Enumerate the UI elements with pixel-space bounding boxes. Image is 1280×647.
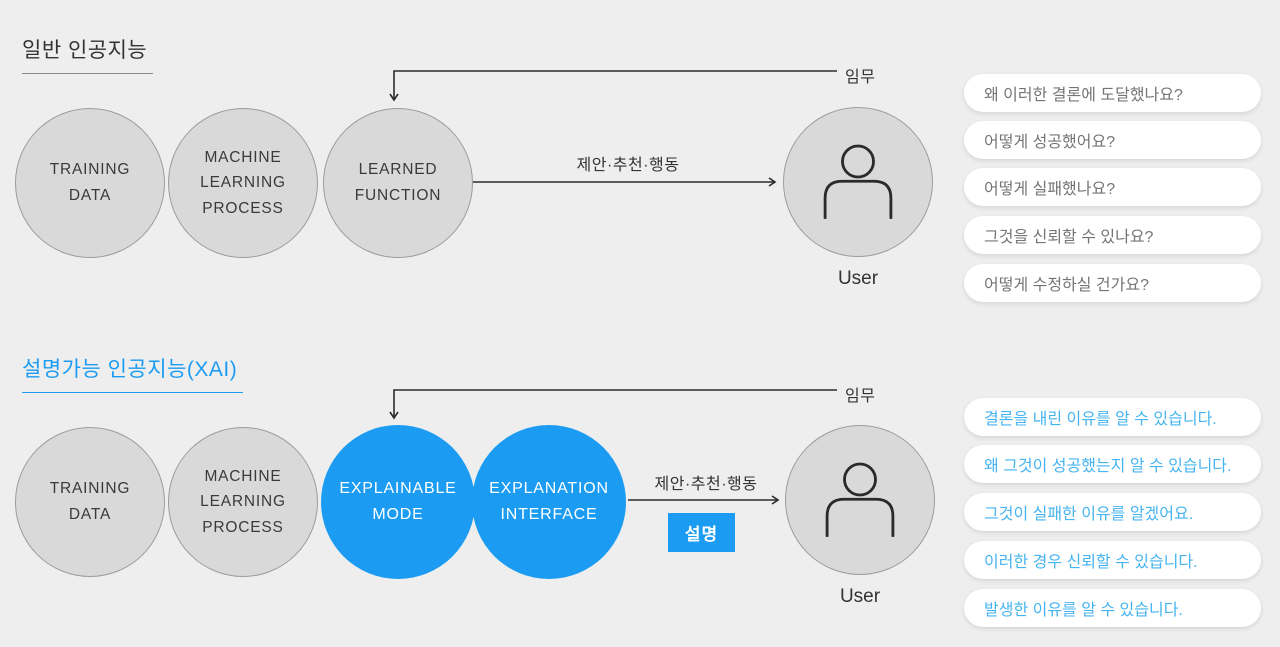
node-label: MACHINE LEARNING PROCESS [200, 148, 286, 217]
user-label-general: User [837, 268, 879, 289]
node-learned-function: LEARNED FUNCTION [323, 108, 473, 258]
user-label-xai: User [839, 586, 881, 607]
bubble-text: 어떻게 성공했어요? [984, 134, 1116, 151]
question-bubble: 어떻게 실패했나요? [964, 168, 1261, 206]
question-bubble: 그것을 신뢰할 수 있나요? [964, 216, 1261, 254]
question-bubble: 어떻게 수정하실 건가요? [964, 264, 1261, 302]
answer-bubble: 결론을 내린 이유를 알 수 있습니다. [964, 398, 1261, 436]
node-ml-process-xai: MACHINE LEARNING PROCESS [168, 427, 318, 577]
task-arrow-general [389, 70, 837, 102]
node-label: LEARNED FUNCTION [354, 161, 442, 204]
bubble-text: 왜 그것이 성공했는지 알 수 있습니다. [984, 458, 1232, 475]
question-bubble: 왜 이러한 결론에 도달했나요? [964, 74, 1261, 112]
task-label-xai: 임무 [845, 388, 876, 405]
node-label: EXPLAINABLE MODE [339, 479, 457, 523]
node-explanation-interface: EXPLANATION INTERFACE [472, 425, 626, 579]
question-bubble: 어떻게 성공했어요? [964, 121, 1261, 159]
node-ml-process: MACHINE LEARNING PROCESS [168, 108, 318, 258]
flow-label-xai: 제안·추천·행동 [654, 476, 758, 493]
answer-bubble: 이러한 경우 신뢰할 수 있습니다. [964, 541, 1261, 579]
node-training-data: TRAINING DATA [15, 108, 165, 258]
user-node-xai [785, 425, 935, 575]
bubble-text: 이러한 경우 신뢰할 수 있습니다. [984, 554, 1198, 571]
bubble-text: 발생한 이유를 알 수 있습니다. [984, 602, 1183, 619]
user-icon [825, 462, 895, 537]
explanation-badge: 설명 [668, 513, 735, 552]
node-label: TRAINING DATA [49, 161, 131, 204]
bubble-text: 어떻게 실패했나요? [984, 181, 1116, 198]
flow-label-general: 제안·추천·행동 [576, 157, 680, 174]
bubble-text: 그것을 신뢰할 수 있나요? [984, 229, 1154, 246]
bubble-text: 결론을 내린 이유를 알 수 있습니다. [984, 411, 1217, 428]
user-node-general [783, 107, 933, 257]
xai-title: 설명가능 인공지능(XAI) [22, 353, 244, 393]
node-label: EXPLANATION INTERFACE [489, 479, 609, 523]
answer-bubble: 왜 그것이 성공했는지 알 수 있습니다. [964, 445, 1261, 483]
bubble-text: 왜 이러한 결론에 도달했나요? [984, 87, 1183, 104]
bubble-text: 그것이 실패한 이유를 알겠어요. [984, 506, 1194, 523]
bubble-text: 어떻게 수정하실 건가요? [984, 277, 1149, 294]
general-ai-title: 일반 인공지능 [22, 34, 154, 74]
node-training-data-xai: TRAINING DATA [15, 427, 165, 577]
node-explainable-mode: EXPLAINABLE MODE [321, 425, 475, 579]
node-label: TRAINING DATA [49, 480, 131, 523]
answer-bubble: 그것이 실패한 이유를 알겠어요. [964, 493, 1261, 531]
user-icon [823, 144, 893, 219]
node-label: MACHINE LEARNING PROCESS [200, 467, 286, 536]
task-arrow-xai [389, 389, 837, 420]
answer-bubble: 발생한 이유를 알 수 있습니다. [964, 589, 1261, 627]
task-label-general: 임무 [845, 69, 876, 86]
